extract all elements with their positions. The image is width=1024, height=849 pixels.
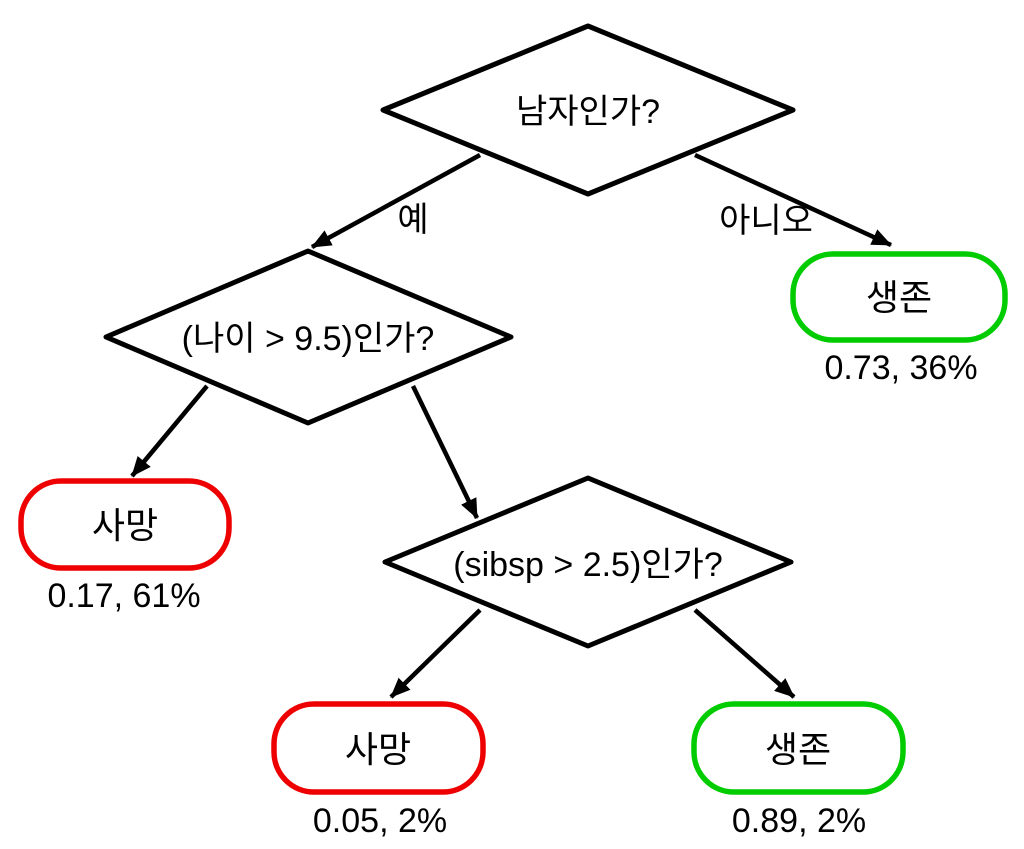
edge-root-yes-arrow [310, 153, 482, 249]
leaf-label-survived-female: 생존 [866, 277, 932, 318]
decision-node-age-question: (나이 > 9.5)인가? [182, 320, 435, 358]
decision-node-gender [380, 23, 796, 197]
edge-age-yes-arrow [130, 384, 209, 478]
leaf-stats-died-adult-male: 0.17, 61% [47, 577, 200, 615]
leaf-stats-survived-female: 0.73, 36% [824, 349, 977, 387]
leaf-stats-survived-low-sibsp: 0.89, 2% [732, 802, 866, 840]
leaf-label-survived-low-sibsp: 생존 [765, 729, 831, 770]
leaf-node-survived-low-sibsp [691, 701, 906, 795]
edge-age-no-arrow [410, 385, 480, 519]
decision-node-gender-question: 남자인가? [516, 93, 660, 131]
branch-label-no: 아니오 [719, 202, 813, 240]
leaf-node-died-adult-male [18, 478, 232, 571]
edge-sibsp-yes-arrow [389, 608, 482, 699]
leaf-label-died-adult-male: 사망 [92, 505, 158, 546]
edge-root-no-arrow [694, 152, 892, 248]
leaf-label-died-high-sibsp: 사망 [345, 729, 411, 770]
edge-sibsp-no-arrow [693, 608, 796, 699]
leaf-stats-died-high-sibsp: 0.05, 2% [313, 802, 447, 840]
decision-node-sibsp [382, 475, 794, 649]
branch-label-yes: 예 [397, 201, 428, 239]
decision-node-age [103, 248, 514, 426]
leaf-node-survived-female [790, 251, 1008, 343]
leaf-node-died-high-sibsp [271, 701, 486, 795]
decision-node-sibsp-question: (sibsp > 2.5)인가? [453, 546, 723, 584]
